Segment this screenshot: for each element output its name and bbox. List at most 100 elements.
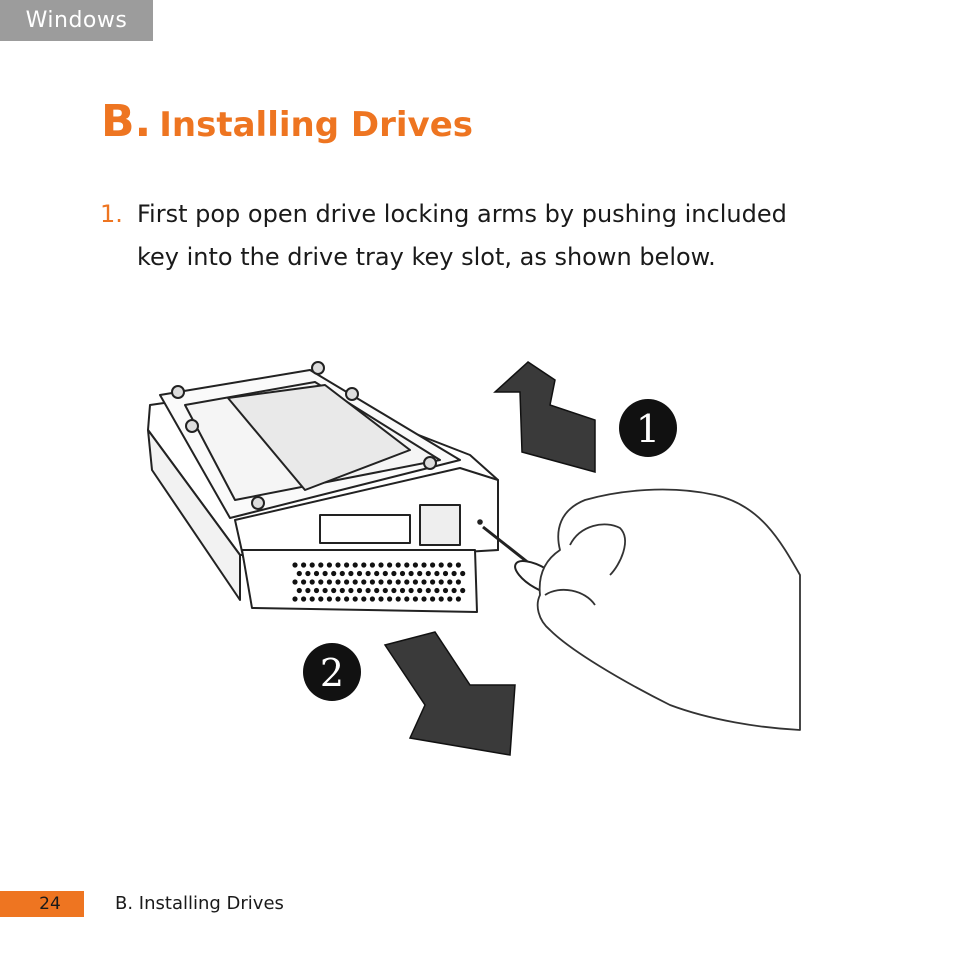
vent-hole: [455, 596, 461, 602]
vent-hole: [412, 579, 418, 585]
vent-hole: [425, 587, 431, 594]
callout-2: 2: [303, 643, 361, 701]
vent-hole: [374, 587, 380, 594]
arrow-pull-up: [493, 361, 596, 473]
hard-drive: [147, 361, 566, 613]
vent-hole: [395, 562, 401, 568]
vent-hole: [318, 562, 324, 568]
vent-hole: [326, 562, 332, 568]
vent-hole: [408, 587, 414, 594]
vent-hole: [438, 562, 444, 568]
vent-hole: [447, 562, 453, 568]
callout-1-label: 1: [636, 407, 660, 451]
vent-hole: [369, 596, 375, 602]
vent-hole: [438, 596, 444, 602]
vent-hole: [451, 570, 457, 577]
vent-hole: [417, 570, 423, 577]
vent-hole: [417, 587, 423, 594]
section-letter: B.: [101, 96, 152, 147]
step-number: 1.: [100, 200, 123, 228]
vent-hole: [309, 596, 315, 602]
vent-hole: [361, 562, 367, 568]
page-title: Installing Drives: [159, 105, 474, 145]
vent-hole: [421, 579, 427, 585]
vent-hole: [322, 570, 328, 577]
page-number: 24: [39, 894, 61, 914]
drive-tray-illustration: 1 2: [147, 361, 801, 756]
callout-1: 1: [619, 399, 677, 457]
vent-hole: [339, 587, 345, 594]
vent-hole: [365, 587, 371, 594]
vent-hole: [318, 579, 324, 585]
vent-hole: [430, 579, 436, 585]
vent-hole: [301, 596, 307, 602]
vent-hole: [460, 587, 466, 594]
vent-hole: [344, 562, 350, 568]
callout-2-label: 2: [320, 651, 344, 695]
vent-hole: [421, 596, 427, 602]
page-heading: B. Installing Drives: [101, 96, 473, 156]
vent-hole: [404, 596, 410, 602]
vent-hole: [344, 579, 350, 585]
vent-hole: [292, 596, 298, 602]
vent-hole: [352, 579, 358, 585]
vent-hole: [313, 587, 320, 594]
vent-hole: [326, 596, 332, 602]
page-number-box: 24: [0, 891, 84, 917]
vent-hole: [352, 596, 358, 602]
vent-hole: [318, 596, 324, 602]
vent-hole: [430, 562, 436, 568]
vent-hole: [356, 570, 363, 577]
vent-hole: [378, 596, 384, 602]
vent-hole: [438, 579, 444, 585]
vent-hole: [387, 562, 393, 568]
section-tab: Windows: [0, 0, 153, 41]
vent-hole: [374, 570, 380, 577]
vent-hole: [331, 587, 337, 594]
vent-hole: [348, 570, 354, 577]
vent-hole: [296, 587, 302, 594]
vent-hole: [442, 570, 449, 577]
vent-hole: [447, 596, 453, 602]
vent-hole: [404, 579, 410, 585]
vent-hole: [404, 562, 410, 568]
vent-hole: [292, 579, 298, 585]
vent-hole: [378, 579, 384, 585]
vent-hole: [387, 579, 393, 585]
vent-hole: [451, 587, 457, 594]
vent-hole: [335, 596, 341, 602]
vent-hole: [412, 562, 418, 568]
vent-holes: [292, 562, 466, 602]
vent-hole: [361, 596, 367, 602]
vent-hole: [292, 562, 298, 568]
vent-hole: [348, 587, 354, 594]
vent-hole: [447, 579, 453, 585]
vent-hole: [395, 596, 401, 602]
vent-hole: [408, 570, 414, 577]
vent-hole: [296, 570, 302, 577]
vent-hole: [391, 587, 397, 594]
vent-hole: [365, 570, 371, 577]
vent-hole: [460, 570, 466, 577]
arrow-pull-out: [383, 631, 516, 756]
vent-hole: [352, 562, 358, 568]
vent-hole: [434, 570, 440, 577]
vent-hole: [369, 579, 375, 585]
vent-hole: [326, 579, 332, 585]
step-1: 1. First pop open drive locking arms by …: [100, 193, 800, 279]
vent-hole: [387, 596, 393, 602]
vent-hole: [391, 570, 397, 577]
vent-hole: [369, 562, 375, 568]
vent-hole: [305, 570, 311, 577]
vent-hole: [382, 587, 388, 594]
vent-hole: [430, 596, 436, 602]
vent-hole: [421, 562, 427, 568]
vent-hole: [301, 562, 307, 568]
vent-hole: [382, 570, 388, 577]
vent-hole: [455, 562, 461, 568]
footer-section-title: B. Installing Drives: [115, 893, 284, 914]
vent-hole: [378, 562, 384, 568]
vent-hole: [309, 562, 315, 568]
vent-hole: [455, 579, 461, 585]
vent-hole: [425, 570, 431, 577]
